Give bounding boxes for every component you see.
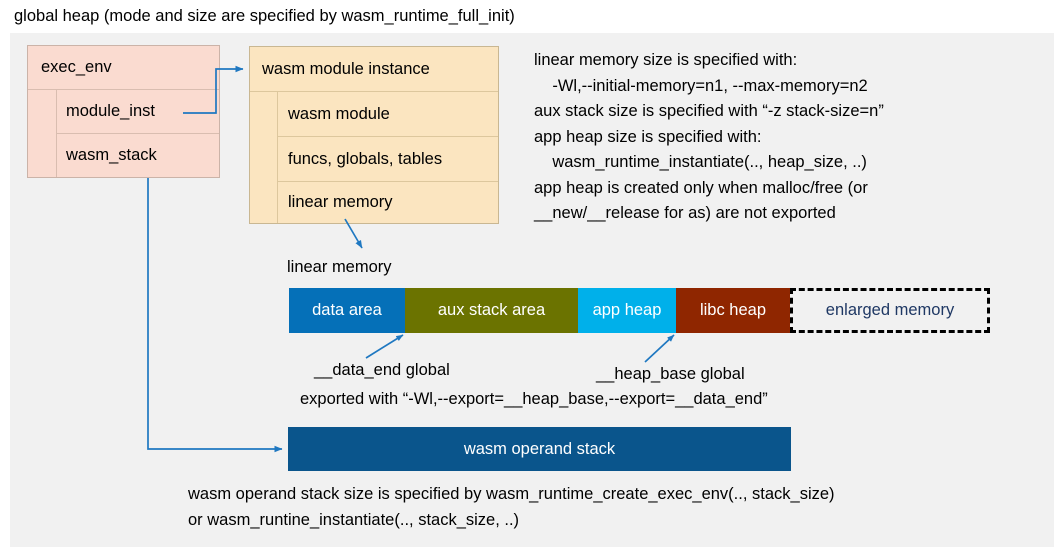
exec-env-header: exec_env [28, 46, 219, 89]
wasm-operand-stack-box: wasm operand stack [288, 427, 791, 471]
memory-segment-app-heap: app heap [578, 288, 676, 333]
exec-env-field-wasm-stack: wasm_stack [56, 134, 219, 177]
exported-annotation: exported with “-Wl,--export=__heap_base,… [300, 390, 768, 408]
linear-memory-bar: data area aux stack area app heap libc heap… [289, 288, 990, 333]
memory-segment-label: enlarged memory [825, 301, 955, 319]
module-instance-field-label: funcs, globals, tables [288, 149, 443, 168]
module-instance-field-label: linear memory [288, 193, 393, 211]
operand-stack-note: wasm operand stack size is specified by … [188, 485, 835, 529]
exec-env-title: exec_env [41, 58, 112, 76]
module-instance-field-wasm-module: wasm module [277, 92, 498, 136]
exec-env-field-label: module_inst [66, 102, 155, 120]
module-instance-field-funcs-globals-tables: funcs, globals, tables [277, 137, 498, 181]
memory-segment-enlarged-memory: enlarged memory [790, 288, 990, 333]
exec-env-box: exec_env module_inst wasm_stack [27, 45, 220, 178]
module-instance-field-label: wasm module [288, 104, 390, 123]
memory-segment-label: data area [312, 301, 382, 319]
module-instance-title: wasm module instance [262, 59, 430, 78]
memory-segment-label: libc heap [699, 301, 767, 319]
page-title: global heap (mode and size are specified… [14, 7, 515, 25]
linear-memory-bar-label: linear memory [287, 258, 392, 276]
exec-env-field-module-inst: module_inst [56, 90, 219, 133]
wasm-module-instance-box: wasm module instance wasm module funcs, … [249, 46, 499, 224]
module-instance-field-linear-memory: linear memory [277, 182, 498, 223]
memory-segment-data-area: data area [289, 288, 405, 333]
heap-base-annotation: __heap_base global [596, 365, 745, 383]
memory-segment-label: app heap [592, 301, 662, 319]
memory-segment-aux-stack-area: aux stack area [405, 288, 578, 333]
memory-segment-label: aux stack area [437, 301, 546, 319]
linear-memory-notes: linear memory size is specified with: -W… [534, 51, 884, 222]
wasm-operand-stack-label: wasm operand stack [463, 439, 616, 458]
memory-segment-libc-heap: libc heap [676, 288, 790, 333]
data-end-annotation: __data_end global [314, 361, 450, 379]
module-instance-header: wasm module instance [250, 47, 498, 91]
exec-env-field-label: wasm_stack [66, 146, 157, 164]
